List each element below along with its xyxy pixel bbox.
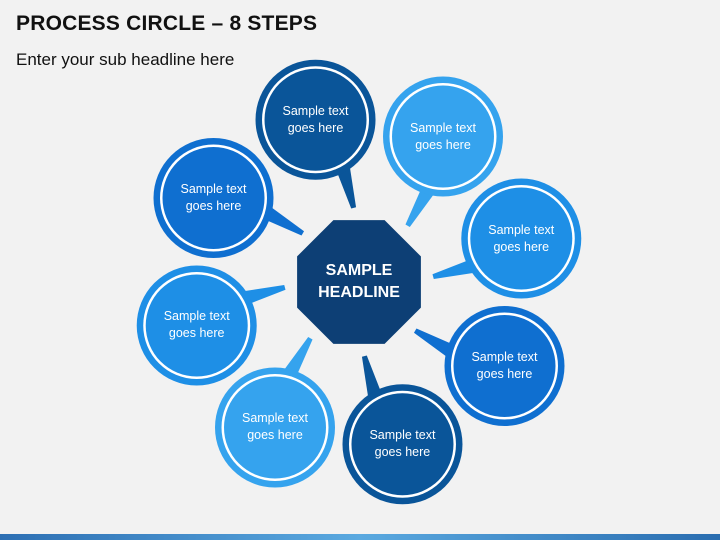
connectors — [243, 166, 475, 398]
step-bubble-6 — [215, 367, 335, 488]
step-bubble-5 — [342, 384, 463, 505]
connector-5 — [361, 355, 382, 398]
connector-6 — [283, 336, 313, 378]
connector-3 — [432, 259, 475, 280]
center-octagon — [297, 220, 421, 344]
slide-subtitle: Enter your sub headline here — [16, 50, 235, 69]
connector-4 — [413, 328, 455, 358]
connector-2 — [405, 186, 435, 228]
step-bubble-3 — [461, 178, 582, 299]
step-bubble-2 — [383, 76, 503, 197]
step-bubble-4 — [444, 306, 565, 426]
step-bubble-7 — [136, 265, 257, 386]
step-bubble-8 — [153, 138, 274, 258]
slide-title: PROCESS CIRCLE – 8 STEPS — [16, 12, 318, 35]
bottom-accent-bar — [0, 534, 720, 540]
step-bubble-1 — [255, 59, 376, 180]
connector-7 — [243, 284, 286, 305]
connector-8 — [263, 206, 305, 236]
connector-1 — [336, 166, 357, 209]
bubbles — [136, 59, 582, 505]
center-headline: SAMPLE HEADLINE — [318, 262, 400, 301]
